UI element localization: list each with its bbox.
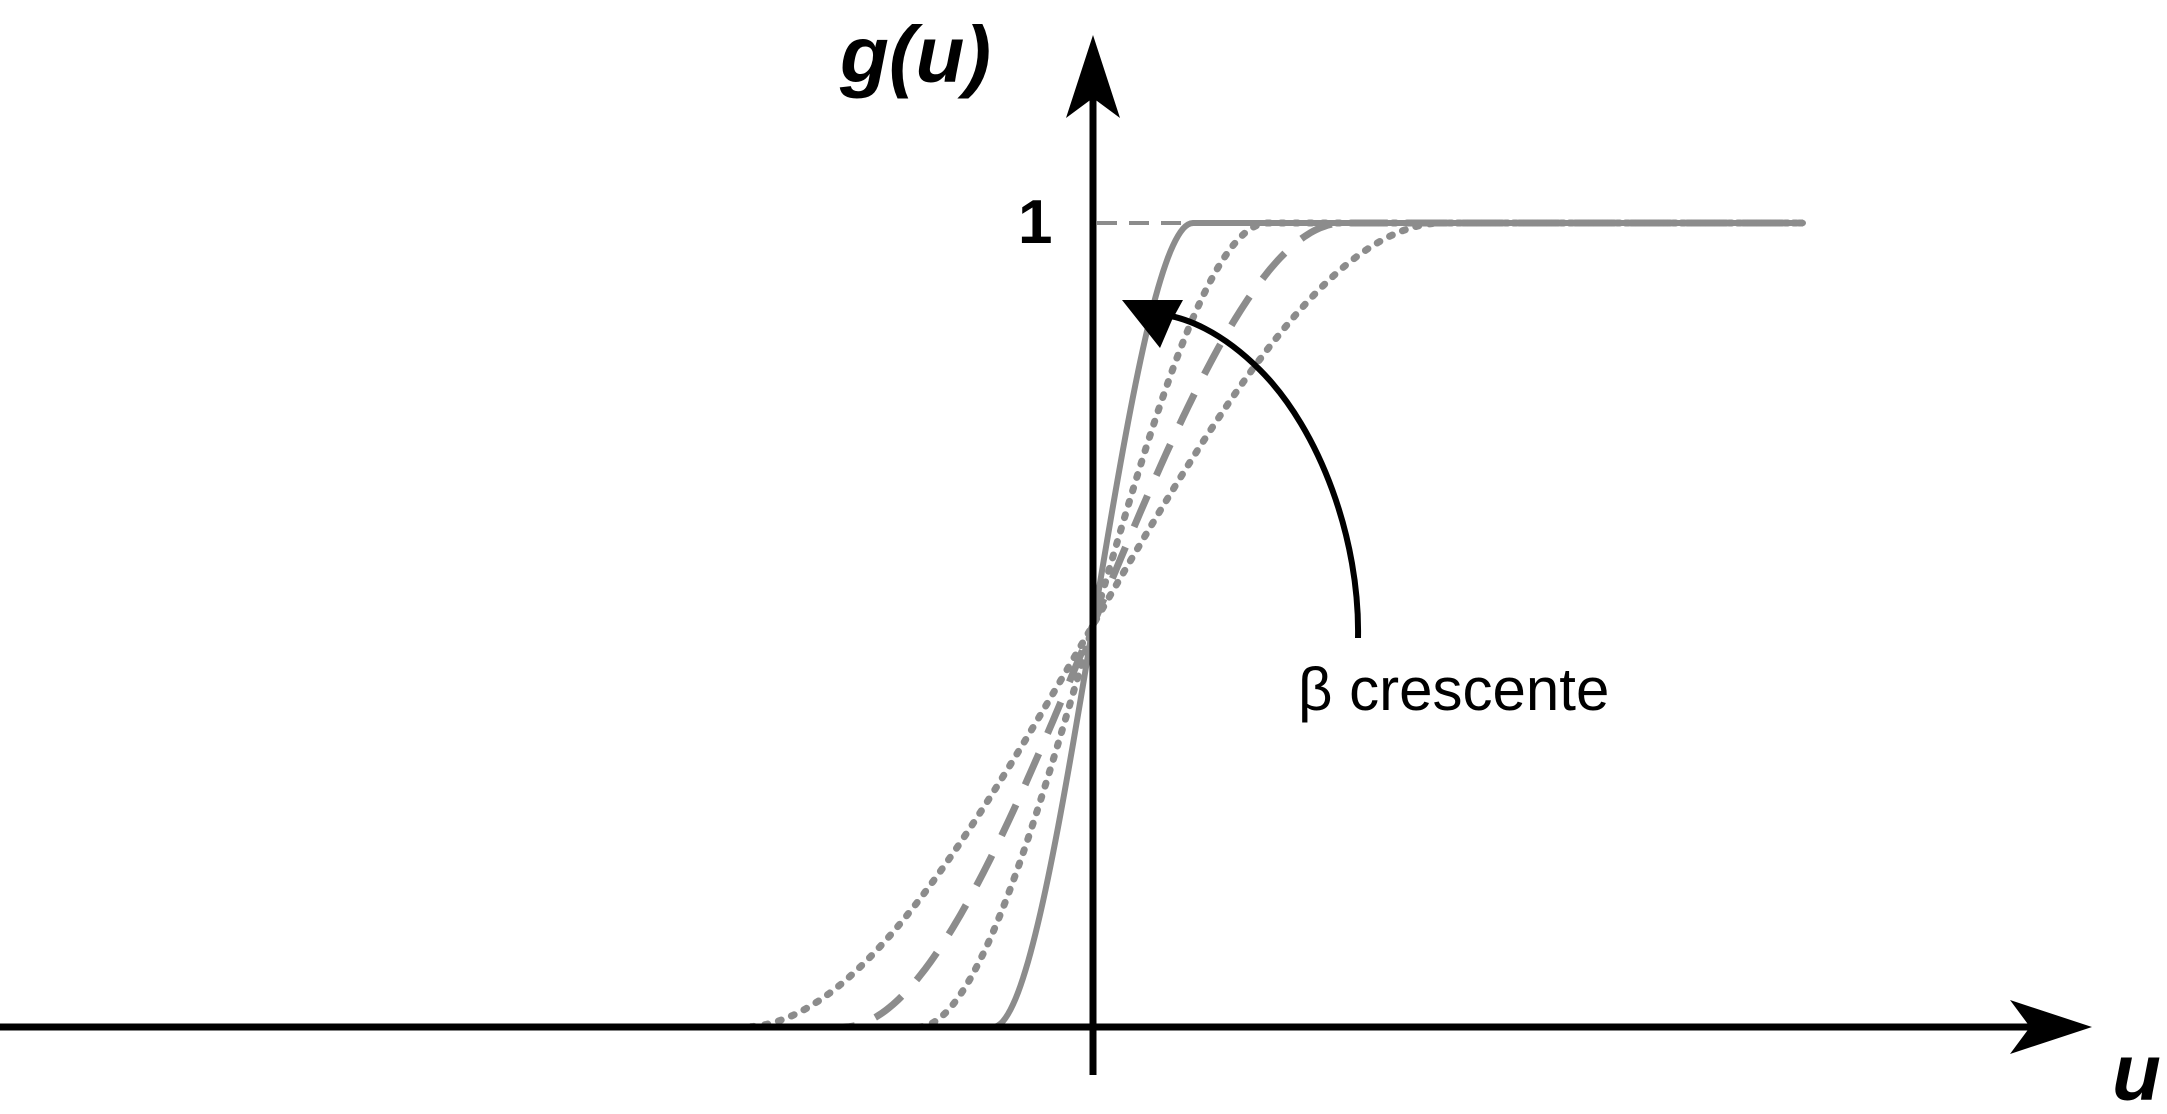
beta-arrow-head-icon bbox=[1122, 300, 1183, 348]
beta-increase-arrow bbox=[1164, 312, 1362, 639]
curve-solid-4 bbox=[90, 220, 1806, 1030]
curve-dotted-3 bbox=[89, 219, 1807, 1031]
curve-dotted-1 bbox=[89, 219, 1807, 1031]
y-tick-one: 1 bbox=[1018, 188, 1052, 257]
curves-group bbox=[89, 219, 1807, 1031]
y-axis-arrowhead bbox=[1066, 35, 1120, 118]
x-axis-label: u bbox=[2112, 1028, 2161, 1114]
y-axis-label: g(u) bbox=[839, 10, 991, 99]
x-axis-arrowhead bbox=[2010, 1000, 2092, 1054]
annotation-label: β crescente bbox=[1298, 656, 1609, 723]
curve-dashed-2 bbox=[93, 219, 1803, 1031]
